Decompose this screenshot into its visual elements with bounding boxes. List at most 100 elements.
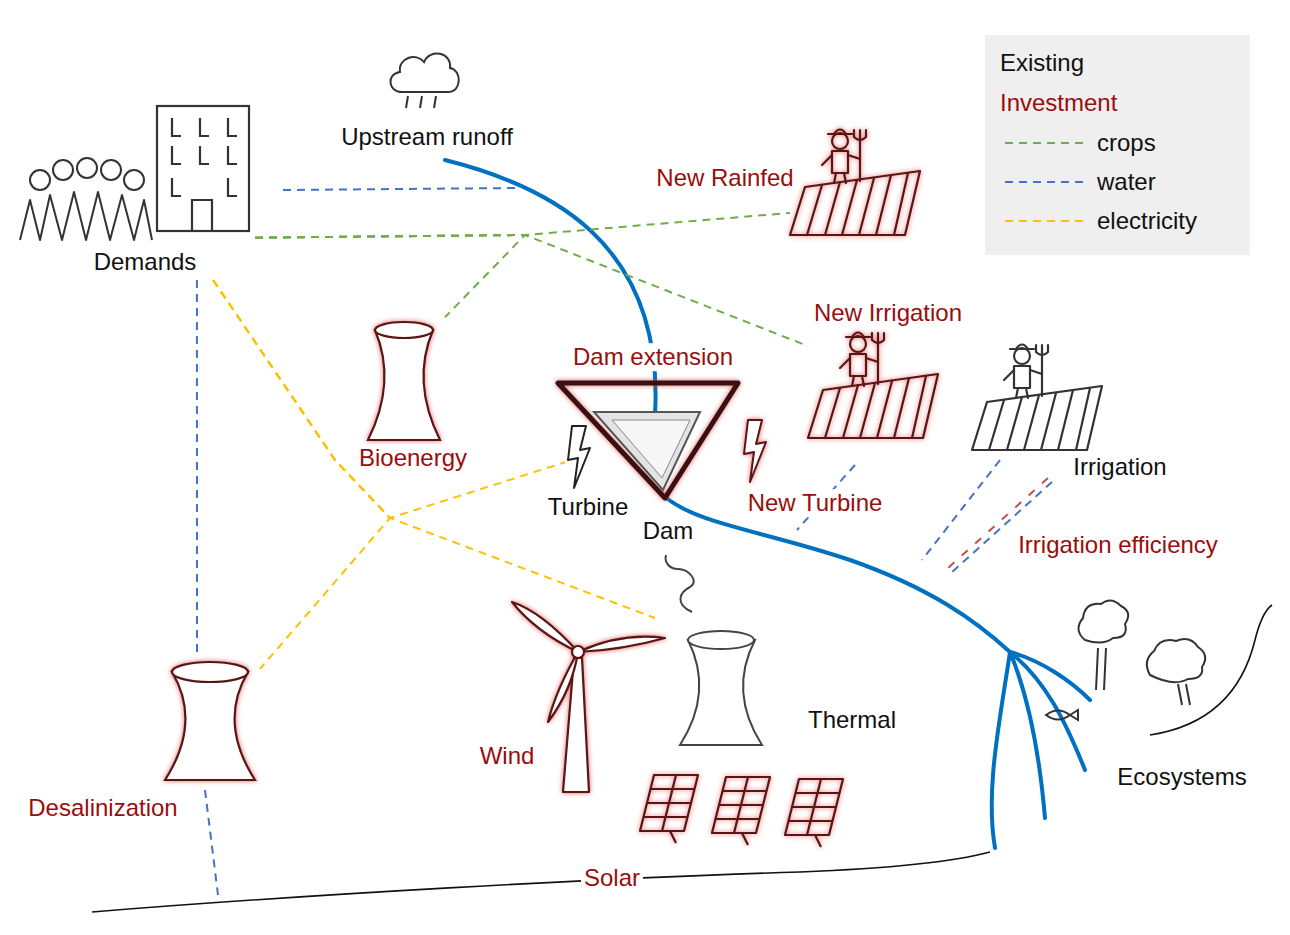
node-area: New Turbine <box>740 418 770 486</box>
node-area: Wind <box>505 598 670 793</box>
rainfed-field-icon <box>790 130 920 236</box>
smoke <box>666 555 694 612</box>
tree-trunk <box>1096 648 1106 690</box>
flow-connector <box>213 280 390 669</box>
legend-sample <box>1005 181 1083 183</box>
node-label: Thermal <box>805 706 899 734</box>
building-windows <box>172 118 237 231</box>
node-label: New Turbine <box>745 489 886 517</box>
node-area: Dam extensionDam <box>555 378 743 503</box>
tree-trunk <box>1178 684 1190 705</box>
turbine-bolt <box>568 426 590 488</box>
node-label: Dam <box>640 517 697 545</box>
new-irrigation-field-icon <box>808 333 938 439</box>
node-area: Ecosystems <box>1072 598 1217 710</box>
solar-panel <box>640 775 698 843</box>
hill-line <box>1150 605 1272 735</box>
irrigation-field-icon <box>972 345 1102 451</box>
flow-connector <box>255 235 525 317</box>
legend-text: electricity <box>1097 207 1197 235</box>
node-label: Irrigation <box>1070 453 1169 481</box>
water-dash <box>922 460 1000 560</box>
legend-text: crops <box>1097 129 1156 157</box>
flow-connector <box>255 213 790 238</box>
tree-crown <box>1078 600 1128 642</box>
node-area: Solar <box>640 772 850 847</box>
tower-top <box>688 631 754 649</box>
trees-icon <box>1046 600 1205 720</box>
solar-panel <box>712 777 770 845</box>
wind-blade <box>548 652 578 722</box>
node-area: New Rainfed <box>790 125 922 237</box>
new-turbine-bolt <box>744 420 766 482</box>
people-icon <box>20 158 152 240</box>
building-outline <box>157 106 249 231</box>
node-area: Desalinization <box>160 655 260 783</box>
node-label: Wind <box>477 742 538 770</box>
cloud-outline <box>390 53 458 92</box>
bioenergy-tower <box>368 322 440 440</box>
node-area: Turbine <box>565 425 595 490</box>
legend-sample <box>1005 220 1083 222</box>
people-bodies <box>20 192 152 240</box>
person-head <box>30 170 50 190</box>
annotation-label: Irrigation efficiency <box>1015 531 1221 559</box>
node-label: Ecosystems <box>1114 763 1249 791</box>
legend-text: Investment <box>1000 89 1117 117</box>
dam-extension-triangle <box>558 383 738 498</box>
tower-body <box>680 640 762 745</box>
person-head <box>77 158 97 178</box>
flow-connector <box>196 280 198 655</box>
dam-inner <box>612 420 690 478</box>
node-label: Dam extension <box>570 343 736 371</box>
ground-line <box>92 852 990 912</box>
person-head <box>53 160 73 180</box>
node-area: Dam <box>590 410 702 492</box>
node-label: Solar <box>581 864 643 892</box>
flow-connector <box>255 235 808 346</box>
flow-connector <box>213 280 565 518</box>
desalinization-tower <box>165 662 255 780</box>
node-label: Turbine <box>545 493 631 521</box>
node-label: New Irrigation <box>811 299 965 327</box>
node-area: Demands <box>15 100 255 280</box>
tower-body <box>165 672 255 780</box>
person-head <box>101 160 121 180</box>
node-area: Bioenergy <box>365 315 445 445</box>
node-label: Demands <box>91 248 200 276</box>
legend-sample <box>1005 142 1083 144</box>
wind-hub <box>572 646 584 658</box>
water-links <box>205 188 1052 895</box>
water-dash <box>283 188 518 190</box>
dam-triangle <box>594 412 700 490</box>
node-label: Upstream runoff <box>338 123 516 151</box>
node-label: New Rainfed <box>653 164 796 192</box>
legend-text: water <box>1097 168 1156 196</box>
node-area: Irrigation <box>972 340 1104 452</box>
tower-top <box>375 322 433 338</box>
wind-blade <box>512 602 578 652</box>
tree-crown <box>1147 639 1205 682</box>
flow-connector <box>213 280 655 618</box>
river <box>445 160 656 415</box>
river-delta <box>992 652 1090 848</box>
node-area: New Irrigation <box>808 328 940 440</box>
building-icon <box>157 106 249 231</box>
wind-blade <box>578 637 665 652</box>
legend-panel <box>985 35 1250 255</box>
legend-text: Existing <box>1000 49 1084 77</box>
river <box>665 497 1010 652</box>
dam-extension-outline <box>558 383 738 498</box>
thermal-tower <box>666 555 762 745</box>
node-label: Bioenergy <box>356 444 470 472</box>
node-area: Thermal <box>655 555 765 747</box>
tower-body <box>368 330 440 440</box>
person-head <box>124 170 144 190</box>
node-area: Upstream runoff <box>385 42 460 110</box>
solar-panel <box>785 779 843 847</box>
water-dash <box>205 790 218 895</box>
fish <box>1046 710 1078 720</box>
cloud-icon <box>390 53 458 108</box>
